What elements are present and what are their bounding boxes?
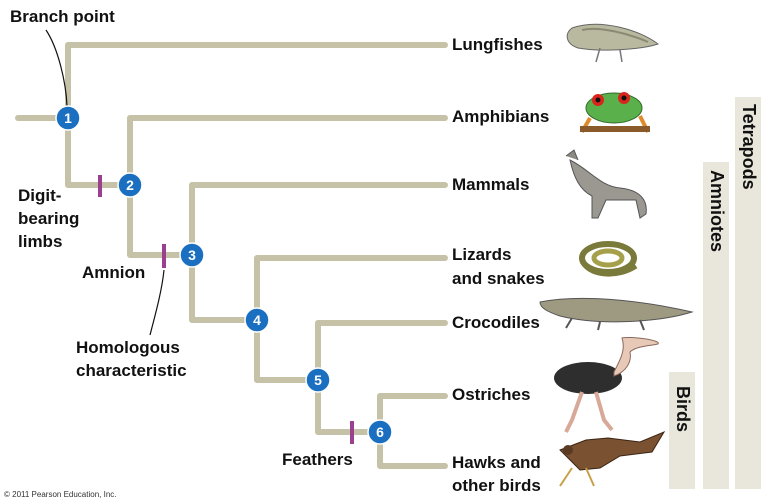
taxon-mammals: Mammals <box>452 174 529 196</box>
node-label-2: 2 <box>126 177 134 193</box>
crocodile-illustration <box>540 298 692 330</box>
group-label-tetrapods: Tetrapods <box>738 104 759 190</box>
group-label-birds: Birds <box>672 386 693 432</box>
taxon-ostriches: Ostriches <box>452 384 530 406</box>
node-label-5: 5 <box>314 372 322 388</box>
node-label-1: 1 <box>64 110 72 126</box>
digit-label-line1: Digit- <box>18 185 61 207</box>
node-label-6: 6 <box>376 424 384 440</box>
digit-label-line2: bearing <box>18 208 79 230</box>
taxon-lizards-line1: Lizards <box>452 244 512 266</box>
branch-point-label: Branch point <box>10 6 115 28</box>
digit-label-line3: limbs <box>18 231 62 253</box>
copyright-notice: © 2011 Pearson Education, Inc. <box>4 490 116 499</box>
branch-mammals <box>192 185 445 255</box>
branch-4-5 <box>257 320 318 380</box>
feathers-label: Feathers <box>282 449 353 471</box>
ostrich-illustration <box>554 337 658 432</box>
group-label-amniotes: Amniotes <box>706 170 727 252</box>
amnion-label: Amnion <box>82 262 145 284</box>
node-label-3: 3 <box>188 247 196 263</box>
taxon-amphibians: Amphibians <box>452 106 549 128</box>
frog-illustration <box>580 92 650 132</box>
taxon-crocodiles: Crocodiles <box>452 312 540 334</box>
lungfish-illustration <box>567 24 658 62</box>
branch-point-pointer <box>46 30 67 106</box>
branch-3-4 <box>192 255 257 320</box>
branch-1-2 <box>68 118 130 185</box>
branch-crocodiles <box>318 323 445 380</box>
branch-lizards <box>257 258 445 320</box>
taxon-hawks-line1: Hawks and <box>452 452 541 474</box>
branch-lungfishes <box>68 45 445 118</box>
homologous-pointer <box>150 270 164 335</box>
wolf-illustration <box>566 150 646 218</box>
hawk-illustration <box>560 432 664 486</box>
node-label-4: 4 <box>253 312 261 328</box>
taxon-lizards-line2: and snakes <box>452 268 545 290</box>
homologous-label-line1: Homologous <box>76 337 180 359</box>
branch-amphibians <box>130 118 445 185</box>
homologous-label-line2: characteristic <box>76 360 187 382</box>
snake-illustration <box>582 244 636 274</box>
taxon-lungfishes: Lungfishes <box>452 34 543 56</box>
taxon-hawks-line2: other birds <box>452 475 541 497</box>
branch-2-3 <box>130 185 192 255</box>
